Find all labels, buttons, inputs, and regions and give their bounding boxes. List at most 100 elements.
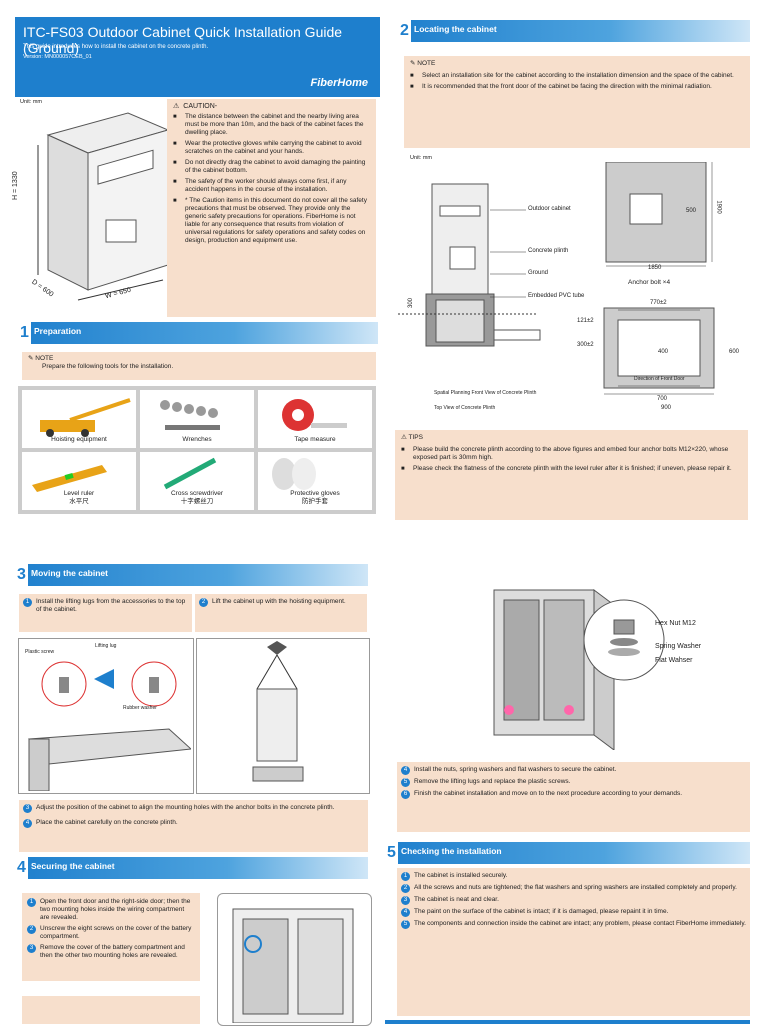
- tips-icon: ⚠: [401, 434, 407, 441]
- s1-note-box: ✎ NOTE Prepare the following tools for t…: [22, 352, 376, 380]
- dim-121: 121±2: [577, 318, 594, 324]
- note-title: NOTE: [35, 355, 54, 362]
- label-plastic-screw: Plastic screw: [25, 649, 55, 655]
- dim-1850: 1850: [648, 265, 662, 271]
- caution-title: CAUTION-: [183, 102, 218, 110]
- caution-item: ■Do not directly drag the cabinet to avo…: [173, 159, 366, 174]
- label-front-door: Direction of Front Door: [634, 376, 685, 382]
- cabinet-drawing: [37, 112, 168, 301]
- guide-header: ITC-FS03 Outdoor Cabinet Quick Installat…: [15, 17, 380, 97]
- unit-label: Unit: mm: [20, 99, 42, 105]
- plinth-drawings: [398, 162, 715, 395]
- s2-note-box: ✎ NOTE ■Select an installation site for …: [404, 56, 750, 148]
- screwdriver-icon: [163, 457, 217, 490]
- section-2-title: Locating the cabinet: [414, 24, 497, 34]
- caption-front-view: Spatial Planning Front View of Concrete …: [434, 390, 537, 396]
- height-dim: H = 1330: [12, 171, 19, 200]
- note-icon: ✎: [410, 60, 416, 67]
- caution-item: ■* The Caution items in this document do…: [173, 197, 367, 244]
- tool-wrenches: Wrenches: [140, 390, 254, 448]
- dim-700: 700: [657, 396, 668, 402]
- s4-empty-box: [22, 996, 200, 1024]
- label-pvc: Embedded PVC tube: [528, 293, 585, 299]
- s1-note-text: Prepare the following tools for the inst…: [42, 363, 174, 370]
- nut-washer-diagram: [493, 589, 665, 750]
- tool-hoisting: Hoisting equipment: [22, 390, 136, 448]
- section-1-title: Preparation: [34, 326, 82, 336]
- dim-400: 400: [658, 349, 669, 355]
- label-anchor-bolt: Anchor bolt ×4: [628, 279, 671, 286]
- warning-icon: ⚠: [173, 103, 180, 110]
- lifting-lug-diagram: Plastic screw Lifting lug Rubber washer: [18, 638, 194, 794]
- tool-tape: Tape measure: [258, 390, 372, 448]
- guide-title: ITC-FS03 Outdoor Cabinet Quick Installat…: [23, 24, 343, 56]
- section-5-title: Checking the installation: [401, 846, 502, 856]
- dim-770: 770±2: [650, 300, 667, 306]
- label-lifting-lug: Lifting lug: [95, 643, 117, 649]
- dim-300: 300: [408, 297, 415, 309]
- fiberhome-logo: FiberHome: [310, 77, 368, 89]
- unit-label-2: Unit: mm: [410, 155, 432, 161]
- label-ground: Ground: [528, 270, 549, 276]
- note-icon: ✎: [28, 355, 34, 362]
- dim-1900: 1900: [715, 200, 722, 214]
- guide-version: Version: MN000057CEB_01: [23, 54, 92, 60]
- label-rubber-washer: Rubber washer: [123, 705, 157, 711]
- caption-top-view: Top View of Concrete Plinth: [434, 405, 496, 411]
- gloves-icon: [272, 458, 316, 490]
- s2-note-item: ■Select an installation site for the cab…: [410, 72, 734, 79]
- tip-item: ■Please build the concrete plinth accord…: [401, 446, 729, 461]
- crane-icon: [40, 398, 131, 437]
- section-3-title: Moving the cabinet: [31, 568, 108, 578]
- label-flat-washer: Flat Wahser: [655, 657, 693, 664]
- label-outdoor-cabinet: Outdoor cabinet: [528, 206, 571, 212]
- level-ruler-icon: [32, 465, 107, 492]
- caution-item: ■The safety of the worker should always …: [173, 178, 347, 193]
- dim-600: 600: [729, 349, 740, 355]
- dim-500: 500: [686, 208, 697, 214]
- securing-diagram: [217, 893, 372, 1026]
- guide-subtitle: This guide introduces how to install the…: [23, 44, 209, 50]
- caution-item: ■Wear the protective gloves while carryi…: [173, 140, 362, 155]
- bottom-bar: [385, 1020, 750, 1024]
- caution-box: ⚠ CAUTION- ■The distance between the cab…: [167, 99, 376, 317]
- section-4-title: Securing the cabinet: [31, 861, 115, 871]
- label-hex-nut: Hex Nut M12: [655, 620, 696, 627]
- tips-box: ⚠ TIPS ■Please build the concrete plinth…: [395, 430, 748, 520]
- tip-item: ■Please check the flatness of the concre…: [401, 465, 732, 472]
- dim-900: 900: [661, 405, 672, 411]
- label-concrete-plinth: Concrete plinth: [528, 248, 569, 254]
- hoisting-diagram: [196, 638, 370, 794]
- wrench-icon: [160, 400, 220, 430]
- caution-item: ■The distance between the cabinet and th…: [173, 113, 364, 136]
- tool-grid: Hoisting equipment Wrenches Tape measure…: [18, 386, 376, 514]
- s2-note-item: ■It is recommended that the front door o…: [410, 83, 712, 90]
- tips-title: TIPS: [408, 434, 423, 441]
- label-spring-washer: Spring Washer: [655, 643, 702, 650]
- dim-300-2: 300±2: [577, 342, 594, 348]
